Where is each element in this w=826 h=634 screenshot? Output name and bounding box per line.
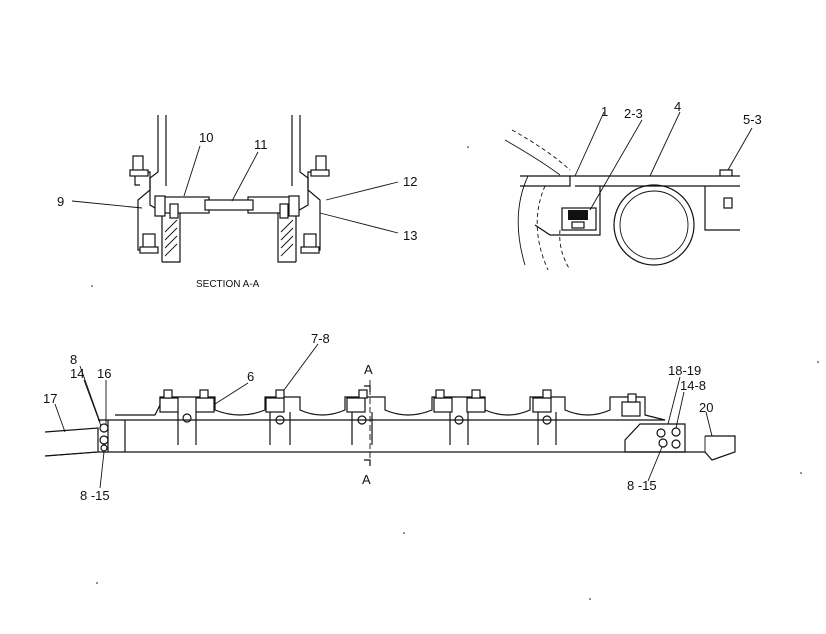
callout-17: 17 xyxy=(43,391,57,406)
section-marker-bottom: A xyxy=(362,472,371,487)
callout-8: 8 xyxy=(70,352,77,367)
callout-18-19: 18-19 xyxy=(668,363,701,378)
callout-12: 12 xyxy=(403,174,417,189)
callout-7-8: 7-8 xyxy=(311,331,330,346)
bracket-4 xyxy=(433,389,486,445)
callout-5-3: 5-3 xyxy=(743,112,762,127)
bracket-3 xyxy=(346,389,373,445)
callout-13: 13 xyxy=(403,228,417,243)
callout-11: 11 xyxy=(254,137,268,152)
main-elevation-view: 6 7-8 8 14 16 17 8 -15 18-19 14-8 20 8 -… xyxy=(43,331,736,503)
bracket-6 xyxy=(621,393,641,417)
callout-2-3: 2-3 xyxy=(624,106,643,121)
bracket-1 xyxy=(159,389,215,445)
callout-9: 9 xyxy=(57,194,64,209)
section-a-a-view: 10 11 9 12 13 SECTION A-A xyxy=(57,115,417,290)
callout-1: 1 xyxy=(601,104,608,119)
callout-8-15-right: 8 -15 xyxy=(627,478,657,493)
scan-specks xyxy=(91,146,819,600)
callout-14-8: 14-8 xyxy=(680,378,706,393)
bracket-2 xyxy=(265,389,291,445)
callout-20: 20 xyxy=(699,400,713,415)
callout-10: 10 xyxy=(199,130,213,145)
section-marker-top: A xyxy=(364,362,373,377)
callout-4: 4 xyxy=(674,99,681,114)
bracket-5 xyxy=(532,389,557,445)
section-caption: SECTION A-A xyxy=(196,279,260,290)
detail-view: 1 2-3 4 5-3 xyxy=(504,99,762,271)
callout-6: 6 xyxy=(247,369,254,384)
callout-8-15-left: 8 -15 xyxy=(80,488,110,503)
callout-16: 16 xyxy=(97,366,111,381)
callout-14: 14 xyxy=(70,366,84,381)
